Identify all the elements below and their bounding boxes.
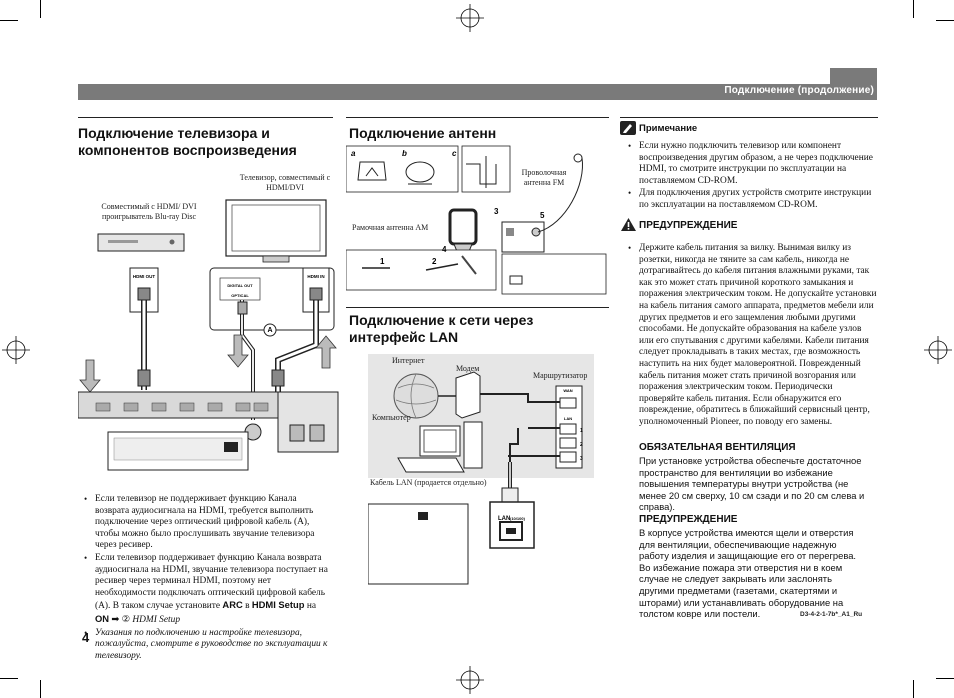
section-rule — [620, 117, 878, 118]
port-1-label: 1 — [580, 428, 583, 434]
arc-label: ARC — [222, 599, 243, 611]
warning2-title: ПРЕДУПРЕЖДЕНИЕ — [639, 514, 738, 525]
tv-bullet: Указания по подключению и настройке теле… — [84, 628, 329, 663]
header-bar — [78, 84, 877, 100]
digital-out-label: DIGITAL OUT — [227, 283, 253, 288]
crop-mark — [40, 0, 41, 18]
crop-mark — [40, 680, 41, 698]
hdmi-out-label: HDMI OUT — [133, 274, 155, 279]
router-label: Маршрутизатор — [533, 371, 588, 380]
antenna-diagram: a b c 1 2 3 4 5 — [346, 145, 607, 295]
ventilation-title: ОБЯЗАТЕЛЬНАЯ ВЕНТИЛЯЦИЯ — [639, 442, 796, 453]
tv-title-line1: Подключение телевизора и — [78, 125, 270, 141]
page-number: 4 — [82, 630, 90, 645]
tv-title-line2: компонентов воспроизведения — [78, 142, 297, 158]
fm-antenna-label: Проволочная антенна FM — [521, 168, 567, 187]
lan-section-title: Подключение к сети через интерфейс LAN — [349, 312, 533, 346]
warning-bullet-list: Держите кабель питания за вилку. Вынимая… — [628, 243, 878, 430]
warning-text: Держите кабель питания за вилку. Вынимая… — [628, 243, 878, 429]
lan-port-sub-label: (10/100) — [510, 516, 526, 521]
port-2-label: 2 — [580, 442, 583, 448]
tv-bullet-list: Если телевизор не поддерживает функцию К… — [84, 494, 329, 663]
step-4-label: 4 — [442, 245, 447, 254]
step-3-label: 3 — [494, 207, 499, 216]
lan-title-line1: Подключение к сети через — [349, 312, 534, 328]
internet-globe-icon — [393, 373, 439, 419]
bluray-player-icon — [97, 233, 185, 252]
section-rule — [78, 117, 333, 118]
modem-label: Модем — [456, 364, 480, 373]
on-word: на — [306, 601, 316, 612]
header-title: Подключение (продолжение) — [724, 85, 874, 96]
computer-label: Компьютер — [372, 413, 411, 422]
lan-label: LAN — [564, 416, 572, 421]
crop-mark — [913, 0, 914, 18]
note-bullet: Для подключения других устройств смотрит… — [628, 188, 876, 211]
tv-bullet-text: Если телевизор поддерживает функцию Кана… — [95, 552, 328, 612]
bluray-label: Совместимый с HDMI/ DVI проигрыватель Bl… — [101, 202, 197, 221]
crop-mark — [0, 678, 18, 679]
section-rule — [346, 307, 609, 308]
fm-wire-antenna-icon — [537, 157, 584, 233]
crop-mark — [0, 20, 18, 21]
hdmi-setup-label: HDMI Setup — [251, 599, 305, 611]
note-title: Примечание — [639, 123, 698, 134]
tv-connection-diagram: HDMI OUT HDMI IN DIGITAL OUT OPTICAL A — [78, 199, 339, 471]
in-word: в — [245, 601, 250, 612]
arrow-icon: ➡ — [111, 614, 120, 625]
am-antenna-label: Рамочная антенна AM — [352, 223, 429, 232]
tv-label: Телевизор, совместимый с HDMI/DVI — [239, 173, 331, 192]
step-5-label: 5 — [540, 211, 545, 220]
hdmi-in-label: HDMI IN — [307, 274, 324, 279]
modem-icon — [455, 371, 481, 419]
crop-mark — [936, 678, 954, 679]
on-label: ON — [95, 612, 110, 624]
warning-title: ПРЕДУПРЕЖДЕНИЕ — [639, 220, 738, 231]
section-rule — [346, 117, 609, 118]
doc-code: D3-4-2-1-7b*_A1_Ru — [800, 611, 863, 618]
callout-a-icon — [263, 323, 277, 337]
callout-a-text: A — [267, 327, 272, 334]
label-c: c — [452, 149, 457, 158]
note-bullet: Если нужно подключить телевизор или комп… — [628, 141, 876, 187]
am-antenna-icon — [448, 208, 478, 246]
crop-mark — [936, 20, 954, 21]
warning2-text: В корпусе устройства имеются щели и отве… — [639, 527, 857, 620]
optical-label: OPTICAL — [231, 293, 249, 298]
warning-icon — [621, 218, 636, 231]
lan-title-line2: интерфейс LAN — [349, 329, 459, 345]
internet-label: Интернет — [392, 356, 425, 365]
note-icon — [620, 121, 636, 135]
note-bullet-list: Если нужно подключить телевизор или комп… — [628, 141, 876, 213]
crop-mark — [913, 680, 914, 698]
step-1-label: 1 — [380, 257, 385, 266]
circle-2-icon: ② — [121, 614, 131, 625]
lan-cable-caption: Кабель LAN (продается отдельно) — [370, 478, 487, 487]
tv-section-title: Подключение телевизора и компонентов вос… — [78, 125, 297, 159]
label-a: a — [351, 149, 356, 158]
tv-bullet: Если телевизор поддерживает функцию Кана… — [84, 553, 329, 627]
port-3-label: 3 — [580, 456, 583, 462]
hdmi-setup-ref: HDMI Setup — [132, 614, 181, 625]
ventilation-text: При установке устройства обеспечьте дост… — [639, 455, 865, 513]
tv-bullet: Если телевизор не поддерживает функцию К… — [84, 494, 329, 552]
lan-port-label: LAN — [498, 516, 510, 522]
header-tab — [830, 68, 877, 86]
antenna-section-title: Подключение антенн — [349, 125, 497, 141]
wan-label: WAN — [563, 388, 572, 393]
lan-diagram: WAN LAN 1 2 3 LAN (10/100) — [368, 354, 594, 585]
step-2-label: 2 — [432, 257, 437, 266]
label-b: b — [402, 149, 407, 158]
